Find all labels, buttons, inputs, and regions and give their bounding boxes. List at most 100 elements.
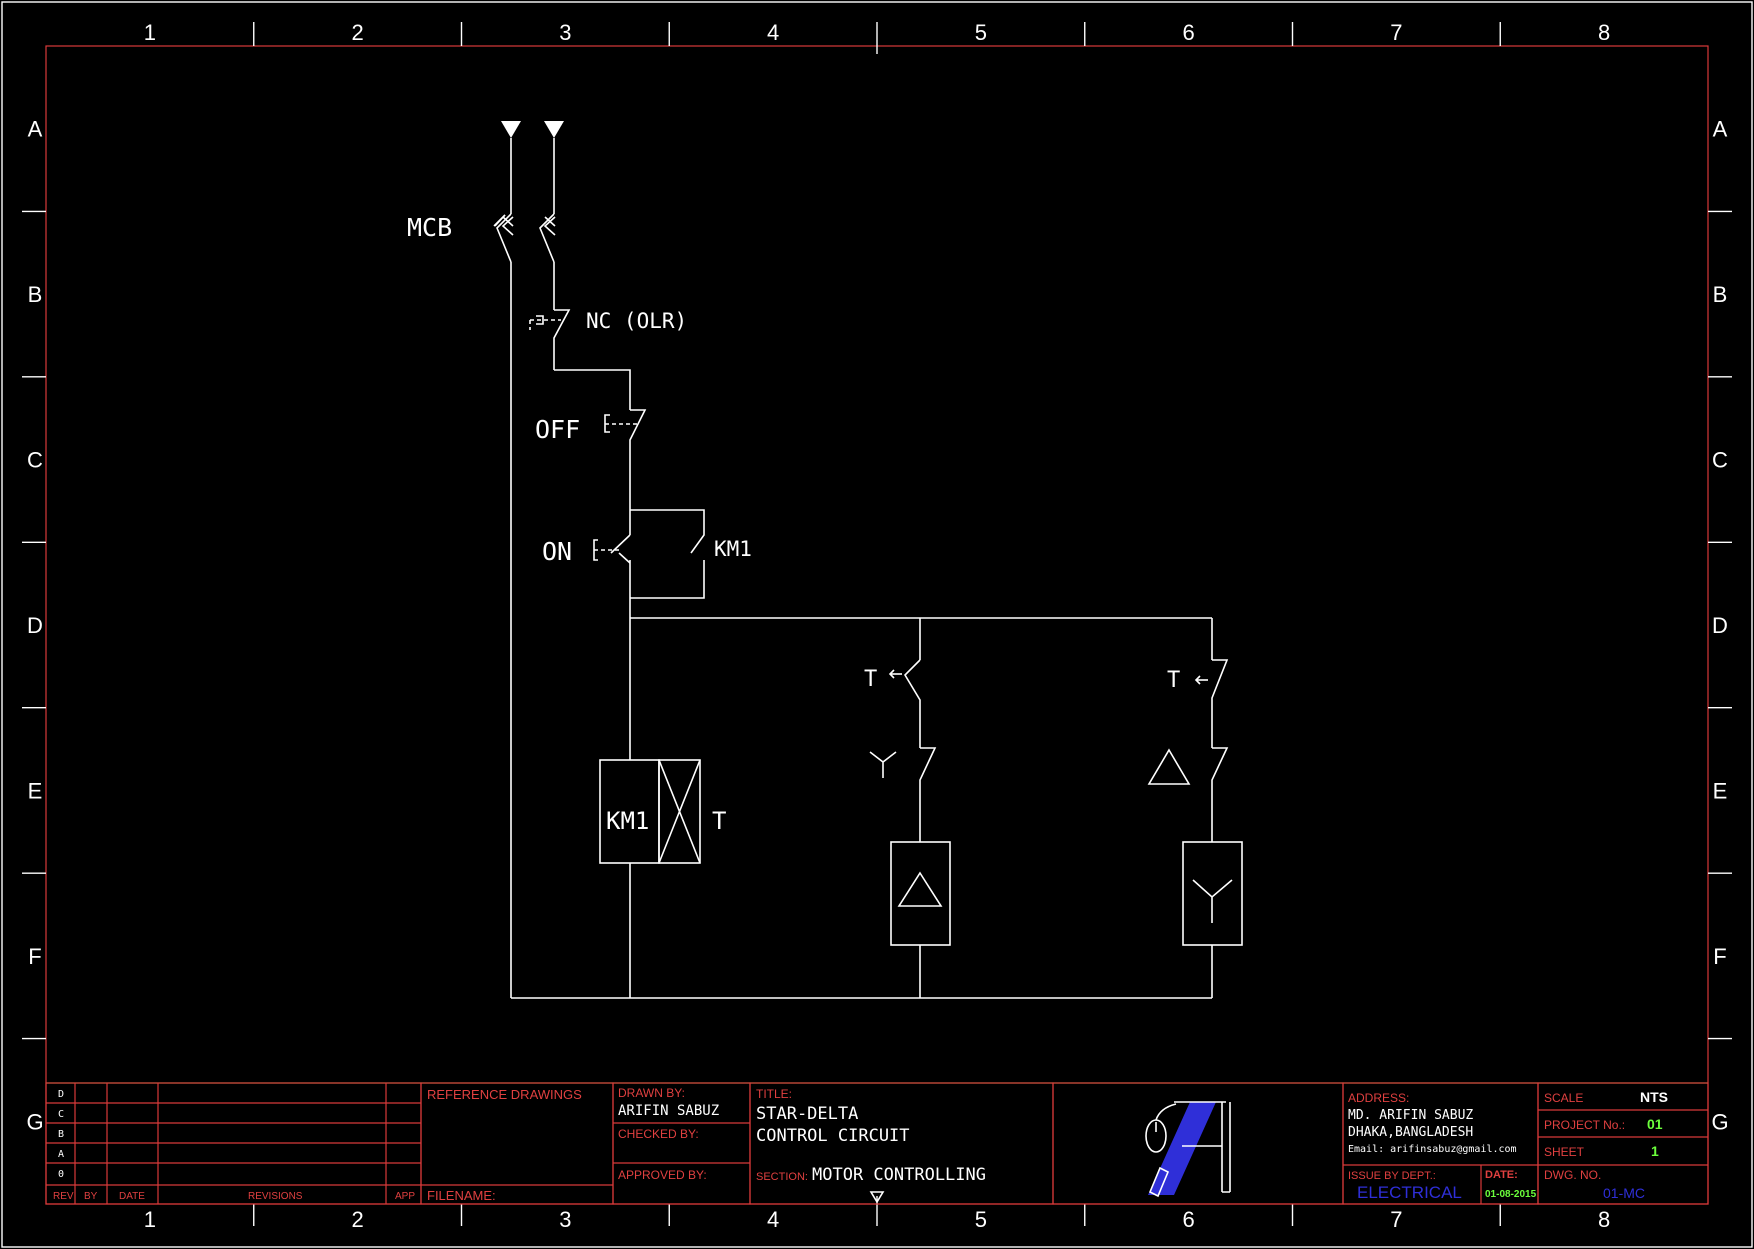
filename-label: FILENAME: bbox=[427, 1188, 496, 1203]
grid-row-label-left: A bbox=[28, 117, 43, 142]
off-label: OFF bbox=[535, 415, 580, 444]
grid-row-label-left: E bbox=[28, 778, 43, 803]
mcb-contact bbox=[493, 213, 556, 263]
grid-row-label-left: C bbox=[27, 448, 43, 473]
grid-row-label-left: B bbox=[28, 282, 43, 307]
grid-row-label-left: G bbox=[26, 1109, 43, 1134]
delta-interlock-contact bbox=[919, 747, 937, 842]
app-header: APP bbox=[395, 1191, 415, 1202]
revision-row-label: D bbox=[58, 1089, 64, 1100]
grid-column-labels: 1 1 2 2 3 3 4 4 5 5 6 6 7 7 8 8 bbox=[144, 20, 1611, 1232]
on-label: ON bbox=[542, 537, 572, 566]
km1-hold-contact bbox=[630, 509, 705, 599]
grid-col-label-top: 5 bbox=[975, 20, 987, 45]
star-symbol-icon bbox=[869, 751, 897, 778]
grid-col-label-top: 1 bbox=[144, 20, 156, 45]
grid-ticks bbox=[22, 22, 1732, 1226]
title-line-1: STAR-DELTA bbox=[756, 1104, 858, 1124]
issue-dept-value: ELECTRICAL bbox=[1357, 1183, 1462, 1202]
wire-to-off bbox=[554, 369, 631, 410]
date-value: 01-08-2015 bbox=[1485, 1189, 1537, 1200]
star-contactor-coil bbox=[1182, 841, 1243, 946]
section-value: MOTOR CONTROLLING bbox=[812, 1165, 986, 1185]
logo-box bbox=[1052, 1082, 1344, 1205]
signoff-box bbox=[612, 1082, 751, 1205]
grid-col-label-top: 2 bbox=[352, 20, 364, 45]
revision-table bbox=[45, 1082, 422, 1205]
grid-row-label-right: E bbox=[1713, 778, 1728, 803]
grid-row-label-left: D bbox=[27, 613, 43, 638]
revision-row-label: A bbox=[58, 1149, 64, 1160]
revision-row-label: 0 bbox=[58, 1169, 64, 1180]
grid-row-label-right: F bbox=[1713, 944, 1726, 969]
rev-header: REV bbox=[53, 1191, 74, 1202]
supply-terminal-n bbox=[544, 121, 564, 214]
section-label: SECTION: bbox=[756, 1171, 808, 1183]
issue-dept-label: ISSUE BY DEPT.: bbox=[1348, 1170, 1436, 1182]
checked-by-label: CHECKED BY: bbox=[618, 1127, 699, 1141]
address-line-1: MD. ARIFIN SABUZ bbox=[1348, 1108, 1473, 1123]
grid-row-label-right: B bbox=[1713, 282, 1728, 307]
grid-row-label-left: F bbox=[28, 944, 41, 969]
revision-row-label: B bbox=[58, 1129, 64, 1140]
address-label: ADDRESS: bbox=[1348, 1091, 1409, 1105]
on-pushbutton bbox=[593, 455, 631, 618]
grid-row-label-right: C bbox=[1712, 448, 1728, 473]
timer-contact-star bbox=[888, 659, 921, 748]
sheet-label: SHEET bbox=[1544, 1145, 1585, 1159]
nc-olr-label: NC (OLR) bbox=[586, 309, 687, 333]
off-pushbutton bbox=[604, 409, 647, 455]
grid-col-label-bottom: 3 bbox=[559, 1207, 571, 1232]
grid-row-label-right: D bbox=[1712, 613, 1728, 638]
drawn-by-label: DRAWN BY: bbox=[618, 1086, 685, 1100]
approved-by-label: APPROVED BY: bbox=[618, 1168, 707, 1182]
timer-coil bbox=[658, 759, 701, 864]
delta-symbol-icon bbox=[1147, 748, 1191, 785]
grid-col-label-bottom: 4 bbox=[767, 1207, 779, 1232]
timer-contact-delta bbox=[1194, 659, 1229, 748]
control-bus bbox=[629, 617, 1213, 760]
grid-col-label-bottom: 8 bbox=[1598, 1207, 1610, 1232]
grid-col-label-bottom: 5 bbox=[975, 1207, 987, 1232]
project-no-label: PROJECT No.: bbox=[1544, 1118, 1625, 1132]
km1-coil-label: KM1 bbox=[606, 807, 649, 835]
delta-contactor-coil bbox=[890, 841, 951, 946]
sheet-info-box bbox=[1537, 1082, 1709, 1205]
grid-col-label-bottom: 6 bbox=[1183, 1207, 1195, 1232]
timer-star-label: T bbox=[864, 667, 877, 692]
company-logo bbox=[1145, 1101, 1231, 1198]
centre-marker-icon bbox=[869, 1191, 885, 1204]
grid-row-label-right: A bbox=[1713, 117, 1728, 142]
supply-terminal-l bbox=[501, 121, 521, 214]
km1-contact-label: KM1 bbox=[714, 537, 752, 561]
email-value: Email: arifinsabuz@gmail.com bbox=[1348, 1144, 1517, 1155]
sheet-value: 1 bbox=[1651, 1143, 1659, 1159]
grid-col-label-bottom: 2 bbox=[352, 1207, 364, 1232]
star-interlock-contact bbox=[1211, 747, 1229, 842]
dwg-no-value: 01-MC bbox=[1603, 1185, 1645, 1201]
grid-col-label-top: 8 bbox=[1598, 20, 1610, 45]
mcb-label: MCB bbox=[407, 213, 452, 242]
grid-col-label-top: 4 bbox=[767, 20, 779, 45]
drawn-by-value: ARIFIN SABUZ bbox=[618, 1103, 719, 1119]
nc-olr-contact bbox=[529, 262, 571, 370]
project-no-value: 01 bbox=[1647, 1116, 1663, 1132]
grid-col-label-bottom: 1 bbox=[144, 1207, 156, 1232]
scale-value: NTS bbox=[1640, 1089, 1668, 1105]
title-line-2: CONTROL CIRCUIT bbox=[756, 1126, 910, 1146]
reference-drawings-label: REFERENCE DRAWINGS bbox=[427, 1087, 582, 1102]
title-label: TITLE: bbox=[756, 1087, 792, 1101]
revision-row-label: C bbox=[58, 1109, 64, 1120]
grid-col-label-bottom: 7 bbox=[1390, 1207, 1402, 1232]
timer-delta-label: T bbox=[1167, 668, 1180, 693]
grid-col-label-top: 3 bbox=[559, 20, 571, 45]
date-label: DATE: bbox=[1485, 1169, 1518, 1181]
grid-col-label-top: 7 bbox=[1390, 20, 1402, 45]
scale-label: SCALE bbox=[1544, 1091, 1583, 1105]
timer-coil-label: T bbox=[712, 807, 726, 835]
grid-col-label-top: 6 bbox=[1183, 20, 1195, 45]
